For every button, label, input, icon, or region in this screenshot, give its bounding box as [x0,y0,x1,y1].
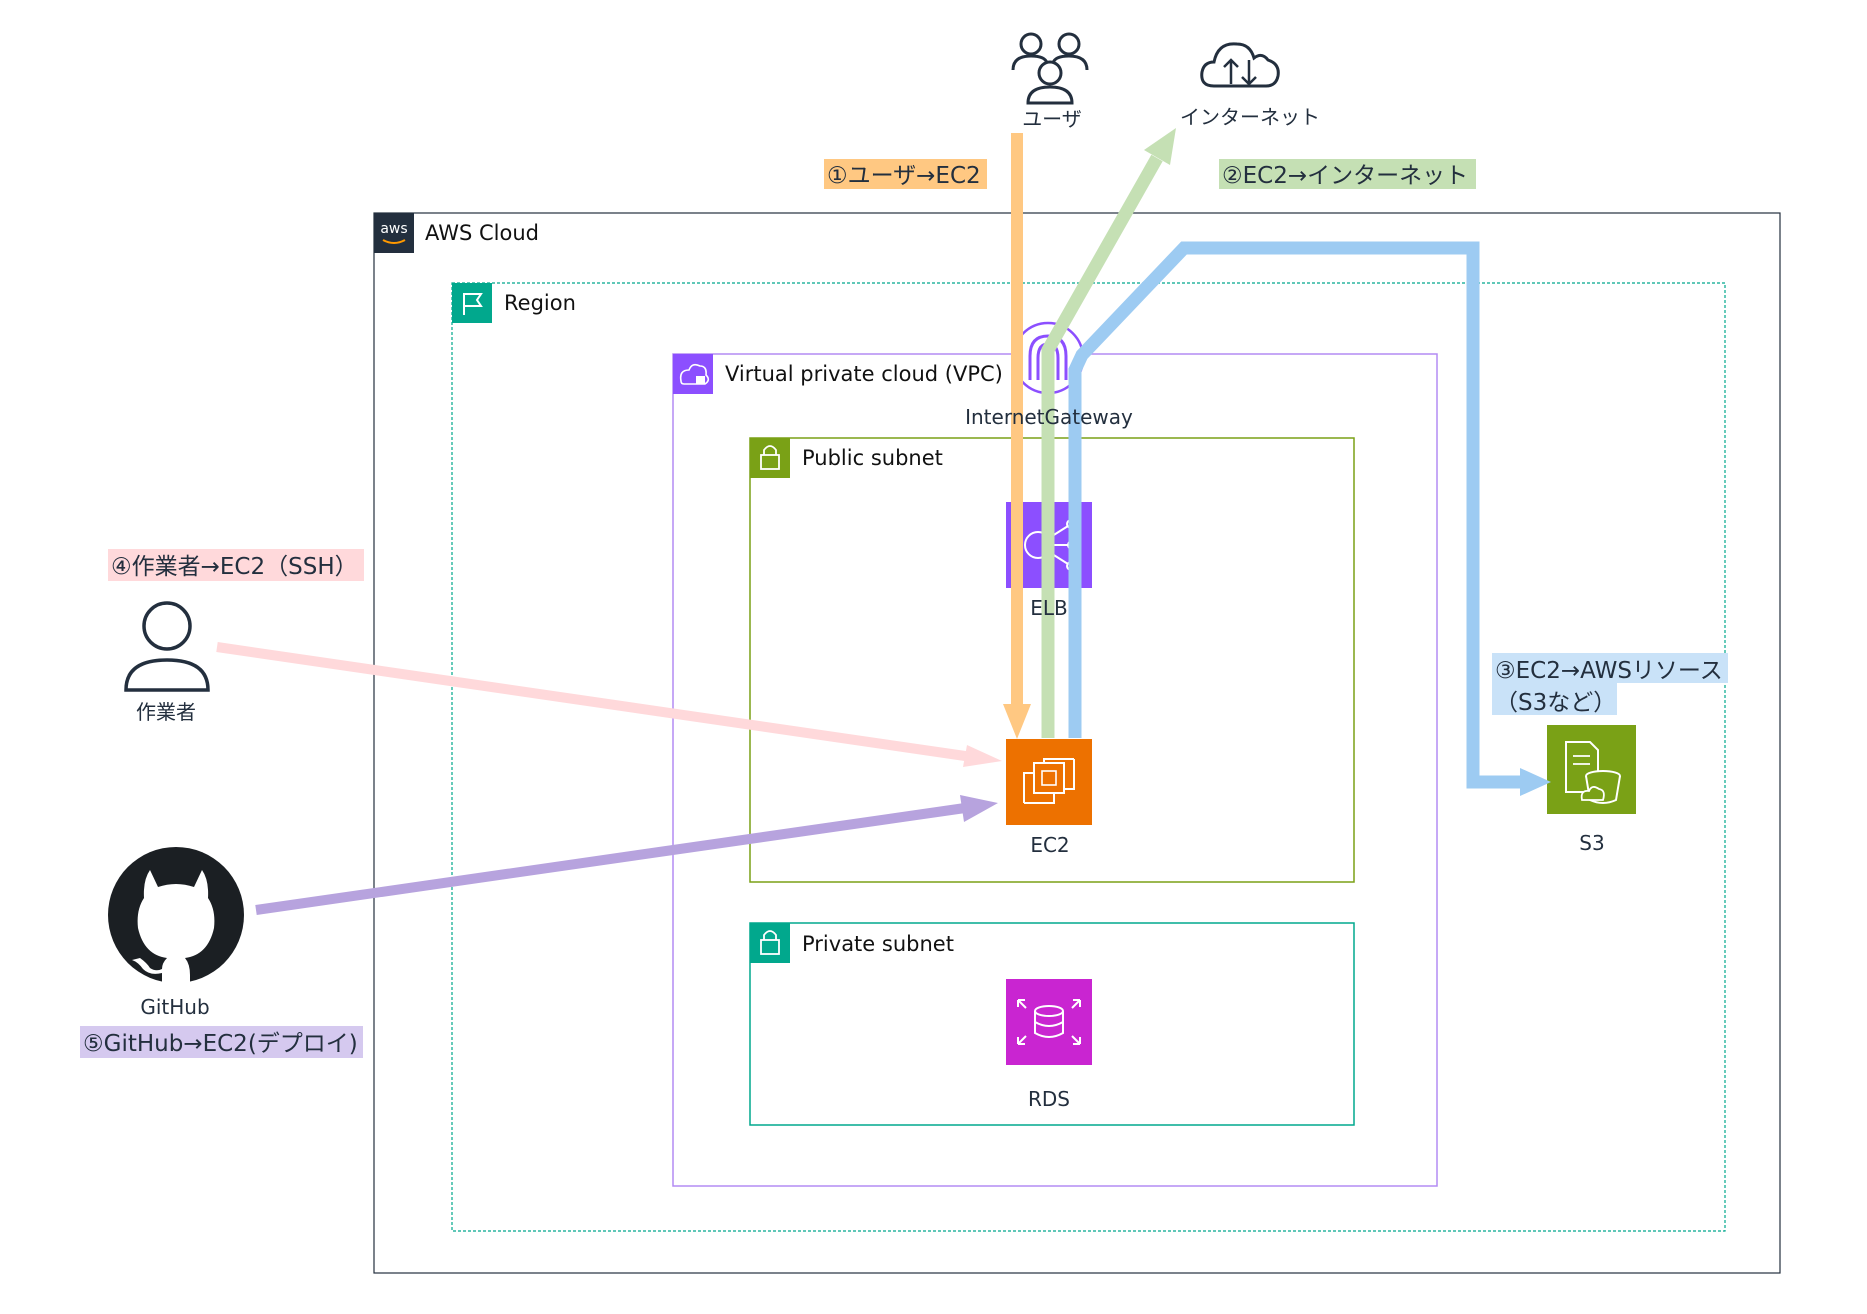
flow-github-to-ec2-arrow [255,795,998,915]
flow-label-github-to-ec2: ⑤GitHub→EC2(デプロイ) [80,1026,363,1058]
flag-icon [452,283,492,323]
flow-label-ec2-to-internet: ②EC2→インターネット [1219,159,1476,189]
svg-text:⑤GitHub→EC2(デプロイ): ⑤GitHub→EC2(デプロイ) [83,1031,358,1057]
s3-icon [1547,725,1636,814]
svg-text:aws: aws [380,221,407,237]
aws-logo-icon: aws [374,213,414,253]
vpc-cloud-lock-icon [673,354,713,394]
operator-person-icon [124,601,210,692]
elb-label: ELB [1030,596,1068,620]
github-label: GitHub [140,995,209,1019]
region-group: Region [451,282,1726,1232]
svg-text:④作業者→EC2（SSH）: ④作業者→EC2（SSH） [111,554,358,580]
flow-ec2-to-internet-arrow [1041,128,1176,738]
private-subnet-label: Private subnet [802,932,954,956]
rds-icon [1006,979,1092,1065]
region-label: Region [504,291,576,315]
flow-ec2-to-aws-resource-arrow [1068,241,1551,796]
public-subnet-label: Public subnet [802,446,943,470]
aws-cloud-group: aws AWS Cloud [373,212,1781,1274]
s3-label: S3 [1579,831,1604,855]
rds-label: RDS [1028,1087,1070,1111]
flow-label-user-to-ec2: ①ユーザ→EC2 [824,159,987,189]
private-subnet-group: Private subnet [749,922,1355,1126]
internet-gateway-label: InternetGateway [965,405,1133,429]
ec2-icon [1006,739,1092,825]
flow-user-to-ec2-arrow [1003,133,1031,739]
users-icon [1011,32,1089,105]
vpc-label: Virtual private cloud (VPC) [725,362,1003,386]
svg-text:（S3など）: （S3など） [1495,690,1616,716]
flow-label-operator-to-ec2: ④作業者→EC2（SSH） [108,549,364,581]
users-label: ユーザ [1022,107,1082,131]
lock-icon [750,923,790,963]
flow-operator-to-ec2-arrow [216,642,1002,767]
svg-text:①ユーザ→EC2: ①ユーザ→EC2 [827,163,981,189]
internet-label: インターネット [1180,105,1320,129]
svg-text:③EC2→AWSリソース: ③EC2→AWSリソース [1495,658,1723,684]
github-icon [108,847,244,985]
lock-icon [750,438,790,478]
operator-label: 作業者 [136,700,196,724]
aws-cloud-label: AWS Cloud [425,221,539,245]
internet-cloud-icon [1200,42,1280,88]
ec2-label: EC2 [1030,833,1069,857]
flow-label-ec2-to-aws-resource: ③EC2→AWSリソース （S3など） [1492,653,1728,716]
svg-text:②EC2→インターネット: ②EC2→インターネット [1222,163,1468,189]
